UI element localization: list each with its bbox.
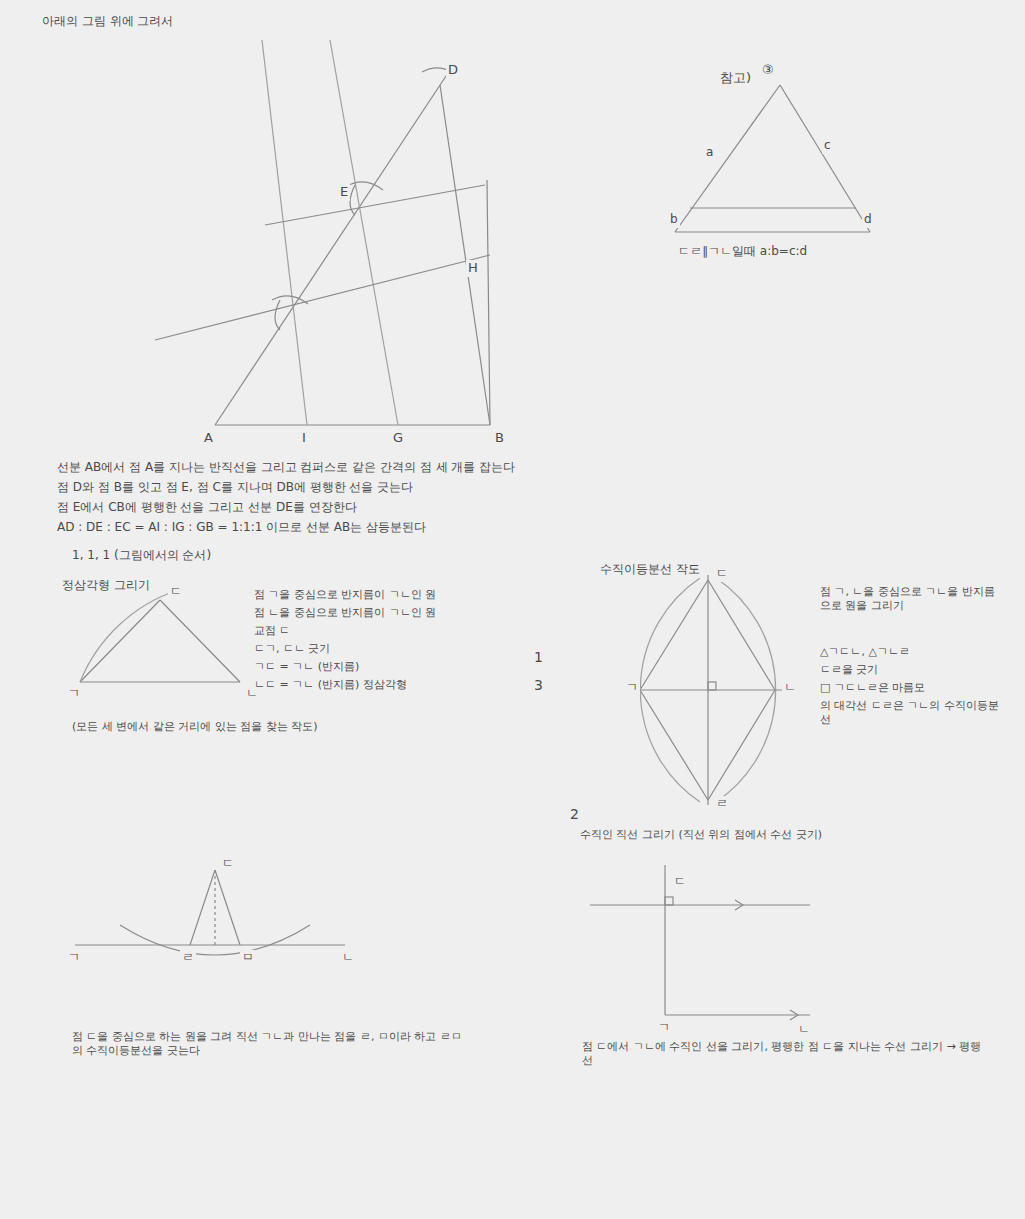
point-label: ㄷ: [220, 856, 236, 872]
point-label: G: [391, 430, 405, 447]
step-note: 점 ㄱ을 중심으로 반지름이 ㄱㄴ인 원: [252, 588, 438, 602]
point-label: ㄱ: [66, 686, 82, 702]
step-note: ㄴㄷ = ㄱㄴ (반지름) 정삼각형: [252, 678, 409, 692]
section-title: 수직이등분선 작도: [598, 562, 702, 578]
explanation-line: 점 E에서 CB에 평행한 선을 그리고 선분 DE를 연장한다: [55, 500, 359, 516]
point-label: E: [338, 184, 350, 201]
point-label: ㄷ: [672, 874, 688, 890]
step-note: 점 ㄱ, ㄴ을 중심으로 ㄱㄴ을 반지름으로 원을 그리기: [818, 585, 1002, 614]
step-note: 의 대각선 ㄷㄹ은 ㄱㄴ의 수직이등분선: [818, 699, 1002, 728]
page-header: 아래의 그림 위에 그려서: [40, 14, 175, 30]
point-label: A: [202, 430, 215, 447]
section-title: 정삼각형 그리기: [60, 578, 152, 594]
step-note: ㄱㄷ = ㄱㄴ (반지름): [252, 660, 361, 674]
point-label: ㄹ: [714, 796, 730, 812]
step-note: 점 ㄴ을 중심으로 반지름이 ㄱㄴ인 원: [252, 606, 438, 620]
callout-number: 3: [532, 676, 545, 694]
point-label: B: [493, 430, 506, 447]
explanation-line: 선분 AB에서 점 A를 지나는 반직선을 그리고 컴퍼스로 같은 간격의 점 …: [55, 460, 517, 476]
caption-note: 점 ㄷ에서 ㄱㄴ에 수직인 선을 그리기, 평행한 점 ㄷ을 지나는 수선 그리…: [580, 1040, 984, 1069]
side-label: b: [668, 212, 680, 228]
point-label: ㄴ: [782, 680, 798, 696]
point-label: ㄴ: [796, 1022, 812, 1038]
step-note: ㄷㄱ, ㄷㄴ 긋기: [252, 642, 333, 656]
point-label: ㄱ: [624, 680, 640, 696]
point-label: ㄷ: [168, 584, 184, 600]
point-label: ㄱ: [66, 950, 82, 966]
caption-note: 점 ㄷ을 중심으로 하는 원을 그려 직선 ㄱㄴ과 만나는 점을 ㄹ, ㅁ이라 …: [70, 1030, 474, 1059]
caption-note: ㄷㄹ∥ㄱㄴ일때 a:b=c:d: [676, 244, 809, 260]
step-note: 교점 ㄷ: [252, 624, 293, 638]
point-label: H: [466, 260, 480, 277]
explanation-line: 점 D와 점 B를 잇고 점 E, 점 C를 지나며 DB에 평행한 선을 긋는…: [55, 480, 415, 496]
side-label: a: [704, 145, 715, 161]
point-label: I: [300, 430, 308, 447]
point-label: ㅁ: [240, 950, 256, 966]
explanation-line: AD : DE : EC = AI : IG : GB = 1:1:1 이므로 …: [55, 520, 428, 536]
caption-note: 수직인 직선 그리기 (직선 위의 점에서 수선 긋기): [578, 828, 824, 842]
step-note: □ ㄱㄷㄴㄹ은 마름모: [818, 681, 927, 695]
point-label: ㄹ: [180, 950, 196, 966]
point-label: ㄷ: [714, 566, 730, 582]
step-note: △ㄱㄷㄴ, △ㄱㄴㄹ: [818, 645, 912, 659]
note-label: 참고): [718, 70, 753, 87]
callout-number: 2: [568, 805, 581, 823]
side-label: d: [862, 212, 874, 228]
caption-note: (모든 세 변에서 같은 거리에 있는 점을 찾는 작도): [70, 720, 320, 734]
callout-number: 1: [532, 648, 545, 666]
side-label: c: [822, 138, 833, 154]
point-label: ㄱ: [656, 1020, 672, 1036]
point-label: ㄴ: [340, 950, 356, 966]
callout-number: ③: [760, 62, 776, 79]
step-note: ㄷㄹ을 긋기: [818, 663, 881, 677]
note-label: 1, 1, 1 (그림에서의 순서): [70, 548, 213, 564]
point-label: D: [446, 62, 460, 79]
